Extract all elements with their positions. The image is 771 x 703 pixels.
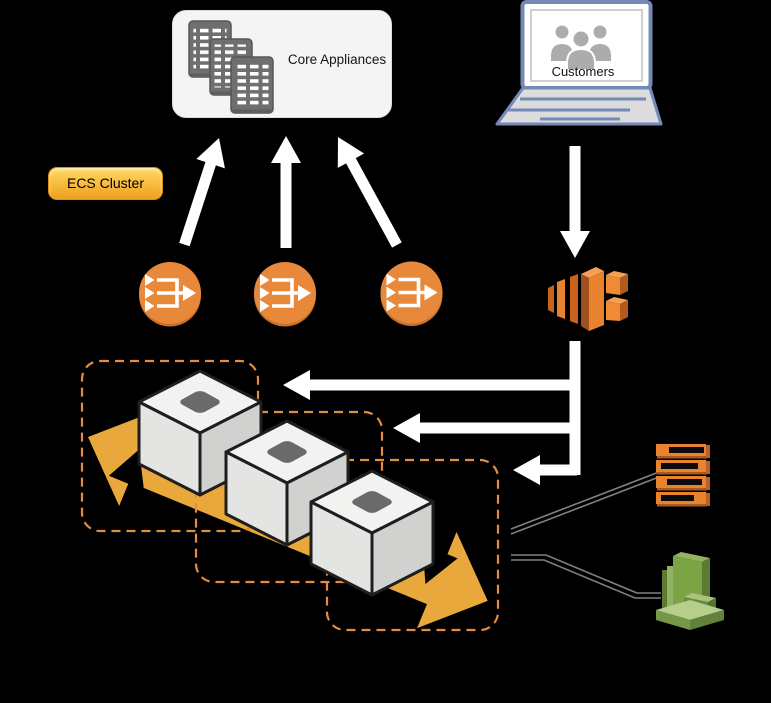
arrows-to-core-appliances [170, 129, 411, 253]
users-icon [549, 23, 613, 71]
ecs-service-icon-3 [378, 259, 445, 328]
green-building-icon [656, 552, 724, 630]
server-grid-stack-icon [188, 20, 274, 114]
amazon-ecs-cube-icon [548, 267, 628, 331]
laptop-with-users-icon [495, 0, 663, 126]
customers-label: Customers [551, 64, 615, 79]
ecs-service-icon-2 [252, 260, 318, 329]
core-appliances-label: Core Appliances [287, 52, 387, 67]
cluster-connectors [510, 471, 661, 599]
ecs-service-icon-1 [137, 260, 203, 329]
arrows-ecs-to-cluster [283, 341, 581, 485]
arrow-customers-to-ecs [560, 146, 590, 258]
ecs-cluster-badge-label: ECS Cluster [66, 175, 145, 191]
ecs-cluster-badge: ECS Cluster [48, 167, 163, 200]
orange-rack-icon [656, 444, 710, 507]
